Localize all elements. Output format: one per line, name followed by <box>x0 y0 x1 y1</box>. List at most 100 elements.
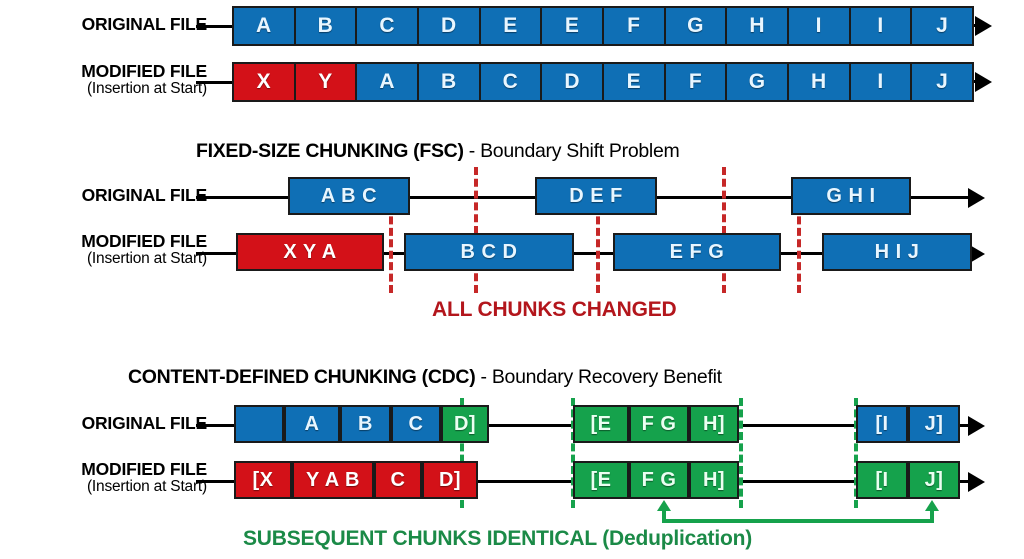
chunk-label: [X <box>252 468 274 491</box>
chunk-label: H] <box>702 468 726 491</box>
row-label-original-fsc-text: ORIGINAL FILE <box>81 185 208 205</box>
fsc-title-strong: FIXED-SIZE CHUNKING (FSC) <box>196 140 464 162</box>
chunk-label: H] <box>702 412 726 435</box>
arrow-original-fsc <box>968 188 985 208</box>
chunk-label: E <box>503 14 518 37</box>
chunk-label: G H I <box>826 184 876 207</box>
chunk-label: I <box>877 14 884 37</box>
cdc-chunk-original-6: F G <box>629 405 689 443</box>
byte-cell-original-0: A <box>232 6 296 46</box>
byte-cell-original-11: J <box>910 6 974 46</box>
byte-cell-original-4: E <box>478 6 543 46</box>
chunk-label: [I <box>875 412 889 435</box>
chunk-label: A <box>304 412 320 435</box>
dedup-bracket-left-stem <box>662 509 666 521</box>
row-label-modified-cdc: MODIFIED FILE (Insertion at Start) <box>81 460 207 495</box>
cdc-chunk-original-7: H] <box>689 405 739 443</box>
byte-cell-modified-11: J <box>910 62 974 102</box>
fsc-boundary-marker-5 <box>797 205 801 293</box>
cdc-chunk-modified-3: D] <box>422 461 478 499</box>
byte-cell-original-6: F <box>602 6 666 46</box>
chunk-label: B C D <box>460 240 518 263</box>
chunk-label: H <box>749 14 765 37</box>
cdc-boundary-marker-2 <box>571 398 575 508</box>
chunk-label: [I <box>875 468 889 491</box>
cdc-section-title: CONTENT-DEFINED CHUNKING (CDC) - Boundar… <box>128 366 722 389</box>
byte-cell-original-2: C <box>355 6 419 46</box>
dedup-arrow-left <box>657 500 671 511</box>
row-label-original-text: ORIGINAL FILE <box>81 14 208 34</box>
cdc-chunk-original-1: A <box>284 405 340 443</box>
chunk-label: B <box>440 70 457 93</box>
fsc-boundary-marker-1 <box>389 205 393 293</box>
byte-cell-modified-5: D <box>540 62 604 102</box>
arrow-modified-cdc <box>968 472 985 492</box>
cdc-title-strong: CONTENT-DEFINED CHUNKING (CDC) <box>128 366 476 388</box>
cdc-chunk-original-3: C <box>391 405 441 443</box>
chunk-label: [E <box>590 468 612 491</box>
byte-cell-original-8: H <box>725 6 789 46</box>
leader-line-modified-cdc <box>196 480 234 483</box>
chunk-label: F G <box>641 468 677 491</box>
byte-cell-modified-0: X <box>232 62 296 102</box>
chunk-label: A <box>255 14 272 37</box>
chunk-label: B <box>317 14 334 37</box>
cdc-boundary-marker-3 <box>739 398 743 508</box>
row-label-modified-fsc-text: MODIFIED FILE <box>81 231 207 251</box>
row-label-original-cdc-text: ORIGINAL FILE <box>81 413 208 433</box>
chunk-label: G <box>687 14 704 37</box>
byte-cell-modified-2: A <box>355 62 419 102</box>
cdc-chunk-original-0 <box>234 405 284 443</box>
chunk-label: D] <box>453 412 477 435</box>
leader-line-original-bytes <box>196 25 232 28</box>
fsc-boundary-marker-4 <box>722 167 726 293</box>
dedup-bracket-right-stem <box>930 509 934 521</box>
byte-cell-modified-7: F <box>663 62 728 102</box>
cdc-chunk-original-2: B <box>340 405 391 443</box>
chunk-label: D] <box>438 468 462 491</box>
cdc-boundary-marker-4 <box>854 398 858 508</box>
leader-line-original-fsc <box>196 196 236 199</box>
chunk-label: C <box>379 14 395 37</box>
chunk-label: X <box>256 70 272 93</box>
cdc-chunk-modified-7: [I <box>856 461 908 499</box>
row-label-original-cdc: ORIGINAL FILE <box>81 413 208 433</box>
axis-modified-bytes <box>968 80 986 83</box>
byte-cell-modified-9: H <box>787 62 851 102</box>
byte-cell-original-9: I <box>787 6 851 46</box>
byte-cell-original-5: E <box>540 6 604 46</box>
cdc-chunk-original-5: [E <box>573 405 629 443</box>
arrow-modified-fsc <box>968 244 985 264</box>
chunk-label: J <box>936 14 949 37</box>
cdc-title-light: - Boundary Recovery Benefit <box>475 366 723 388</box>
cdc-chunk-modified-5: F G <box>629 461 689 499</box>
axis-original-bytes <box>968 24 986 27</box>
chunk-label: J] <box>924 412 944 435</box>
chunk-label: H I J <box>874 240 920 263</box>
cdc-chunk-modified-2: C <box>374 461 422 499</box>
cdc-chunk-modified-4: [E <box>573 461 629 499</box>
byte-cell-modified-4: C <box>478 62 543 102</box>
byte-cell-original-7: G <box>663 6 728 46</box>
fsc-title-light: - Boundary Shift Problem <box>463 140 680 162</box>
chunk-label: [E <box>590 412 612 435</box>
fsc-section-title: FIXED-SIZE CHUNKING (FSC) - Boundary Shi… <box>196 140 680 163</box>
arrow-original-cdc <box>968 416 985 436</box>
dedup-arrow-right <box>925 500 939 511</box>
cdc-chunk-original-9: J] <box>908 405 960 443</box>
row-label-original-fsc: ORIGINAL FILE <box>81 185 208 205</box>
leader-line-modified-bytes <box>196 81 232 84</box>
chunk-label: E <box>564 14 580 37</box>
cdc-chunk-modified-6: H] <box>689 461 739 499</box>
byte-cell-modified-10: I <box>848 62 913 102</box>
fsc-chunk-modified-3: H I J <box>822 233 972 271</box>
fsc-chunk-original-2: G H I <box>791 177 911 215</box>
fsc-chunk-modified-0: X Y A <box>236 233 384 271</box>
chunk-label: Y <box>318 70 333 93</box>
chunk-label: Y A B <box>306 468 360 491</box>
chunk-label: X Y A <box>283 240 337 263</box>
byte-cell-original-1: B <box>293 6 358 46</box>
fsc-chunk-modified-2: E F G <box>613 233 781 271</box>
dedup-bracket-horizontal <box>662 519 934 523</box>
